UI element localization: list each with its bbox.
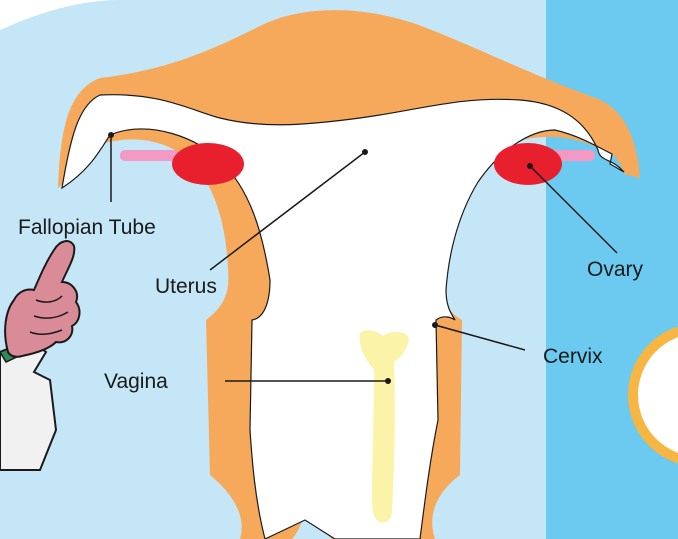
label-uterus: Uterus	[155, 275, 217, 298]
ovary-left	[172, 143, 244, 185]
label-vagina: Vagina	[104, 370, 168, 393]
label-ovary: Ovary	[587, 258, 644, 281]
label-cervix: Cervix	[543, 345, 603, 368]
label-fallopian-tube: Fallopian Tube	[18, 216, 156, 239]
